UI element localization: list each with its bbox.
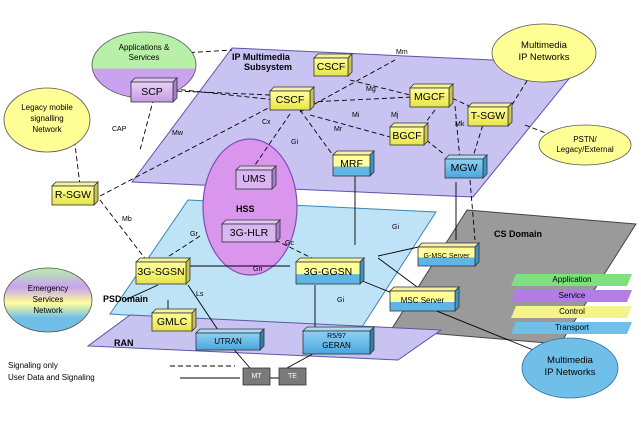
ims-label-line2: Subsystem xyxy=(244,62,293,72)
iface-mi: Mi xyxy=(352,112,360,119)
apps-cloud-line1: Applications & xyxy=(118,43,170,52)
iface-gi-ps: Gi xyxy=(392,224,399,231)
emergency-line3: Network xyxy=(33,306,63,315)
legacy-line2: signalling xyxy=(30,114,64,123)
legend-bars xyxy=(511,274,632,334)
ran-plane xyxy=(86,314,443,361)
iface-mm: Mm xyxy=(396,49,408,56)
tsgw-label: T-SGW xyxy=(470,110,506,122)
legend-user-data: User Data and Signaling xyxy=(8,373,95,382)
cloud-multimedia-top xyxy=(491,23,597,83)
pstn-line1: PSTN/ xyxy=(573,135,597,144)
sgsn-label: 3G-SGSN xyxy=(137,266,185,278)
iface-mw: Mw xyxy=(172,130,183,137)
ims-label-line1: IP Multimedia xyxy=(232,52,290,62)
cloud-legacy xyxy=(3,87,91,153)
legend-transport: Transport xyxy=(555,323,589,332)
mm-top-line1: Multimedia xyxy=(521,40,567,51)
ums-label: UMS xyxy=(242,173,266,185)
geran-label-line2: GERAN xyxy=(322,341,351,350)
mgw-label: MGW xyxy=(450,162,478,174)
iface-mj: Mj xyxy=(391,112,399,119)
gmlc-label: GMLC xyxy=(156,316,188,328)
iface-mg: Mg xyxy=(366,86,376,93)
legend-control: Control xyxy=(559,307,585,316)
hss-label: HSS xyxy=(236,204,255,214)
geran-label-line1: R5/97 xyxy=(327,333,346,340)
iface-gn: Gn xyxy=(253,266,263,273)
rsgw-label: R-SGW xyxy=(54,189,92,201)
cs-domain-label: CS Domain xyxy=(494,229,543,239)
iface-ls: Ls xyxy=(196,291,204,298)
mm-bottom-line1: Multimedia xyxy=(547,355,593,366)
mm-bottom-line2: IP Networks xyxy=(544,367,596,378)
legend-application: Application xyxy=(552,275,592,284)
cloud-emergency xyxy=(3,267,93,333)
ps-domain-label: PSDomain xyxy=(103,294,149,304)
mm-top-line2: IP Networks xyxy=(518,52,570,63)
scp-label: SCP xyxy=(141,86,163,98)
cscf-top-label: CSCF xyxy=(316,61,346,73)
cloud-multimedia-bottom xyxy=(521,337,619,399)
pstn-line2: Legacy/External xyxy=(556,145,614,154)
utran-label: UTRAN xyxy=(214,337,242,346)
iface-gi-cs: Gi xyxy=(337,297,344,304)
hlr-label: 3G-HLR xyxy=(229,227,269,239)
msc-label: MSC Server xyxy=(400,296,445,305)
iface-cap: CAP xyxy=(112,126,127,133)
iface-mk: Mk xyxy=(455,121,465,128)
legacy-line1: Legacy mobile xyxy=(21,103,73,112)
iface-mr: Mr xyxy=(334,126,343,133)
mt-label: MT xyxy=(251,373,262,380)
cscf-label: CSCF xyxy=(275,94,305,106)
iface-cx: Cx xyxy=(262,119,271,126)
apps-cloud-line2: Services xyxy=(128,53,160,62)
te-label: TE xyxy=(288,373,297,380)
iface-mb: Mb xyxy=(122,216,132,223)
mgcf-label: MGCF xyxy=(414,91,445,103)
emergency-line2: Services xyxy=(32,295,64,304)
emergency-line1: Emergency xyxy=(27,284,69,293)
ggsn-label: 3G-GGSN xyxy=(303,266,353,278)
gmsc-label: G-MSC Server xyxy=(423,253,470,260)
cloud-pstn xyxy=(538,124,632,166)
bgcf-label: BGCF xyxy=(392,130,422,142)
iface-gr: Gr xyxy=(190,231,198,238)
iface-gc: Gc xyxy=(285,240,294,247)
iface-gi: Gi xyxy=(291,139,298,146)
mrf-label: MRF xyxy=(340,158,363,170)
ran-label: RAN xyxy=(114,338,134,348)
legacy-line3: Network xyxy=(32,125,62,134)
node-boxes xyxy=(51,53,513,386)
legend-service: Service xyxy=(558,291,586,300)
legend-signaling-only: Signaling only xyxy=(8,361,58,370)
signaling-lines xyxy=(71,49,591,266)
